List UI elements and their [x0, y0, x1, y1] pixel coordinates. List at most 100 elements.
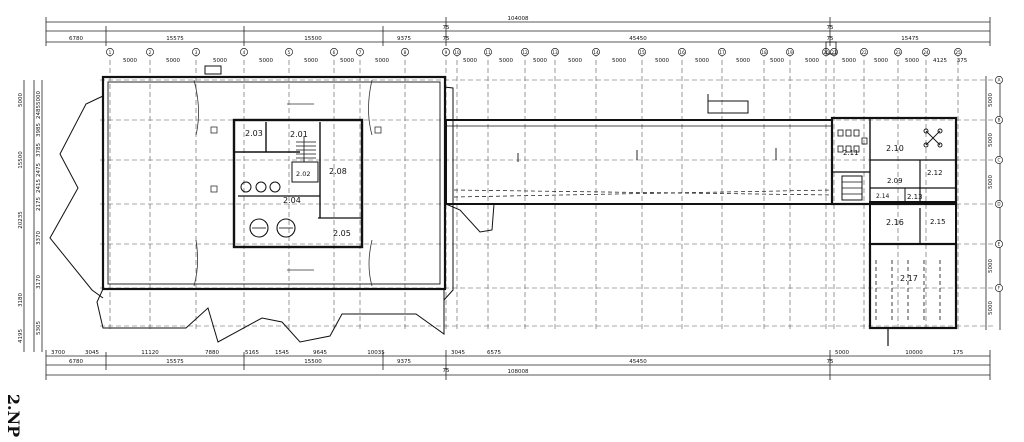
grid-column-marker	[356, 48, 364, 56]
grid-column-marker-label: 8	[404, 50, 407, 55]
grid-row-marker	[995, 240, 1003, 248]
room-label-2.12: 2.12	[927, 169, 943, 177]
room-label-2.15: 2.15	[930, 218, 946, 226]
dimension-label: 15575	[166, 36, 184, 42]
dimension-label: 9375	[397, 36, 411, 42]
sheet-label: 2.NP	[4, 393, 24, 436]
dimension-label: 5000	[835, 350, 849, 356]
dimension-label: 5000	[988, 175, 994, 189]
east-wing	[825, 41, 958, 346]
dimension-label: 11120	[141, 350, 159, 356]
left-dimension-lines	[23, 80, 43, 352]
grid-column-marker-label: 23	[895, 50, 901, 55]
grid-column-marker-label: 2	[149, 50, 152, 55]
flow-arrows	[517, 148, 777, 162]
grid-column-marker-label: 15	[639, 50, 645, 55]
grid-column-marker	[240, 48, 248, 56]
dimension-label: 2485	[36, 105, 42, 119]
dimension-label: 5000	[259, 58, 273, 64]
grid-column-marker	[638, 48, 646, 56]
dimension-label: 5000	[568, 58, 582, 64]
dimension-label: 175	[953, 350, 964, 356]
dimension-label: 5000	[375, 58, 389, 64]
dimension-label: 5000	[736, 58, 750, 64]
room-label-2.16: 2.16	[886, 218, 904, 227]
dimension-label: 5000	[499, 58, 513, 64]
grid-column-marker-label: 9	[445, 50, 448, 55]
grid-column-marker-label: 3	[195, 50, 198, 55]
bottom-dimension-lines	[46, 355, 990, 376]
dimension-label: 4195	[18, 329, 24, 343]
grid-row-marker-label: D	[997, 202, 1000, 207]
dimension-label: 3045	[85, 350, 99, 356]
grid-column-marker	[551, 48, 559, 56]
grid-row-marker-label: F	[998, 286, 1001, 291]
room-labels: 2.03 2.01 2.02 2.08 2.04 2.05 2.11 2.10 …	[245, 129, 946, 283]
dimension-label: 5000	[988, 259, 994, 273]
dimension-label: 15500	[304, 359, 322, 365]
grid-column-marker-label: 17	[719, 50, 725, 55]
room-label-2.10: 2.10	[886, 144, 904, 153]
dimension-label: 3985	[36, 123, 42, 137]
grid-row-marker	[995, 156, 1003, 164]
grid-column-marker	[678, 48, 686, 56]
dimension-label: 5000	[612, 58, 626, 64]
dimension-label: 5000	[874, 58, 888, 64]
dimension-label: 5000	[213, 58, 227, 64]
dimension-label: 5000	[988, 93, 994, 107]
room-label-2.14: 2.14	[876, 193, 890, 200]
dimension-label: 5000	[166, 58, 180, 64]
grid-column-marker-label: 11	[485, 50, 491, 55]
dimension-label: 5305	[36, 321, 42, 335]
dimension-label: 5000	[655, 58, 669, 64]
dimension-label: 9645	[313, 350, 327, 356]
grid-row-marker-label: E	[998, 242, 1001, 247]
grid-column-marker	[442, 48, 450, 56]
dimension-label: 5000	[695, 58, 709, 64]
grid-column-marker-label: 5	[288, 50, 291, 55]
room-label-2.01: 2.01	[290, 130, 308, 139]
dimension-label: 5000	[463, 58, 477, 64]
dimension-label: 2415	[36, 179, 42, 193]
grid-column-marker-label: 12	[522, 50, 528, 55]
grid-column-marker	[922, 48, 930, 56]
room-label-2.09: 2.09	[887, 177, 903, 185]
grid-column-marker-label: 16	[679, 50, 685, 55]
dimension-label: 5000	[805, 58, 819, 64]
dimension-label: 6780	[69, 36, 83, 42]
dimension-label: 20235	[18, 211, 24, 229]
room-label-2.03: 2.03	[245, 129, 263, 138]
dimension-label: 5000	[36, 91, 42, 105]
grid-column-marker-label: 10	[454, 50, 460, 55]
dimension-label: 5000	[842, 58, 856, 64]
dimension-label: 375	[957, 58, 968, 64]
grid-row-marker	[995, 76, 1003, 84]
dimension-label: 4125	[933, 58, 947, 64]
dimension-label: 5000	[905, 58, 919, 64]
top-dimension-lines	[46, 21, 990, 43]
dimension-label: 75	[443, 36, 450, 42]
dimension-label: 75	[827, 25, 834, 31]
grid-column-marker	[718, 48, 726, 56]
dimension-label: 1545	[275, 350, 289, 356]
dimension-label: 2475	[36, 163, 42, 177]
grid-column-marker	[285, 48, 293, 56]
grid-column-marker	[453, 48, 461, 56]
dimension-label: 104008	[508, 16, 529, 22]
grid-row-marker-label: B	[998, 118, 1001, 123]
grid-column-marker	[521, 48, 529, 56]
grid-row-marker	[995, 284, 1003, 292]
dimension-label: 5000	[304, 58, 318, 64]
west-wing-roof-lines	[193, 79, 382, 287]
room-label-2.04: 2.04	[283, 196, 301, 205]
dimension-label: 7880	[205, 350, 219, 356]
dimension-label: 108008	[508, 369, 529, 375]
dimension-label: 5000	[340, 58, 354, 64]
dimension-label: 3370	[36, 231, 42, 245]
dimension-label: 5000	[123, 58, 137, 64]
grid-row-marker	[995, 200, 1003, 208]
dimension-label: 15475	[901, 36, 919, 42]
grid-row-marker	[995, 116, 1003, 124]
